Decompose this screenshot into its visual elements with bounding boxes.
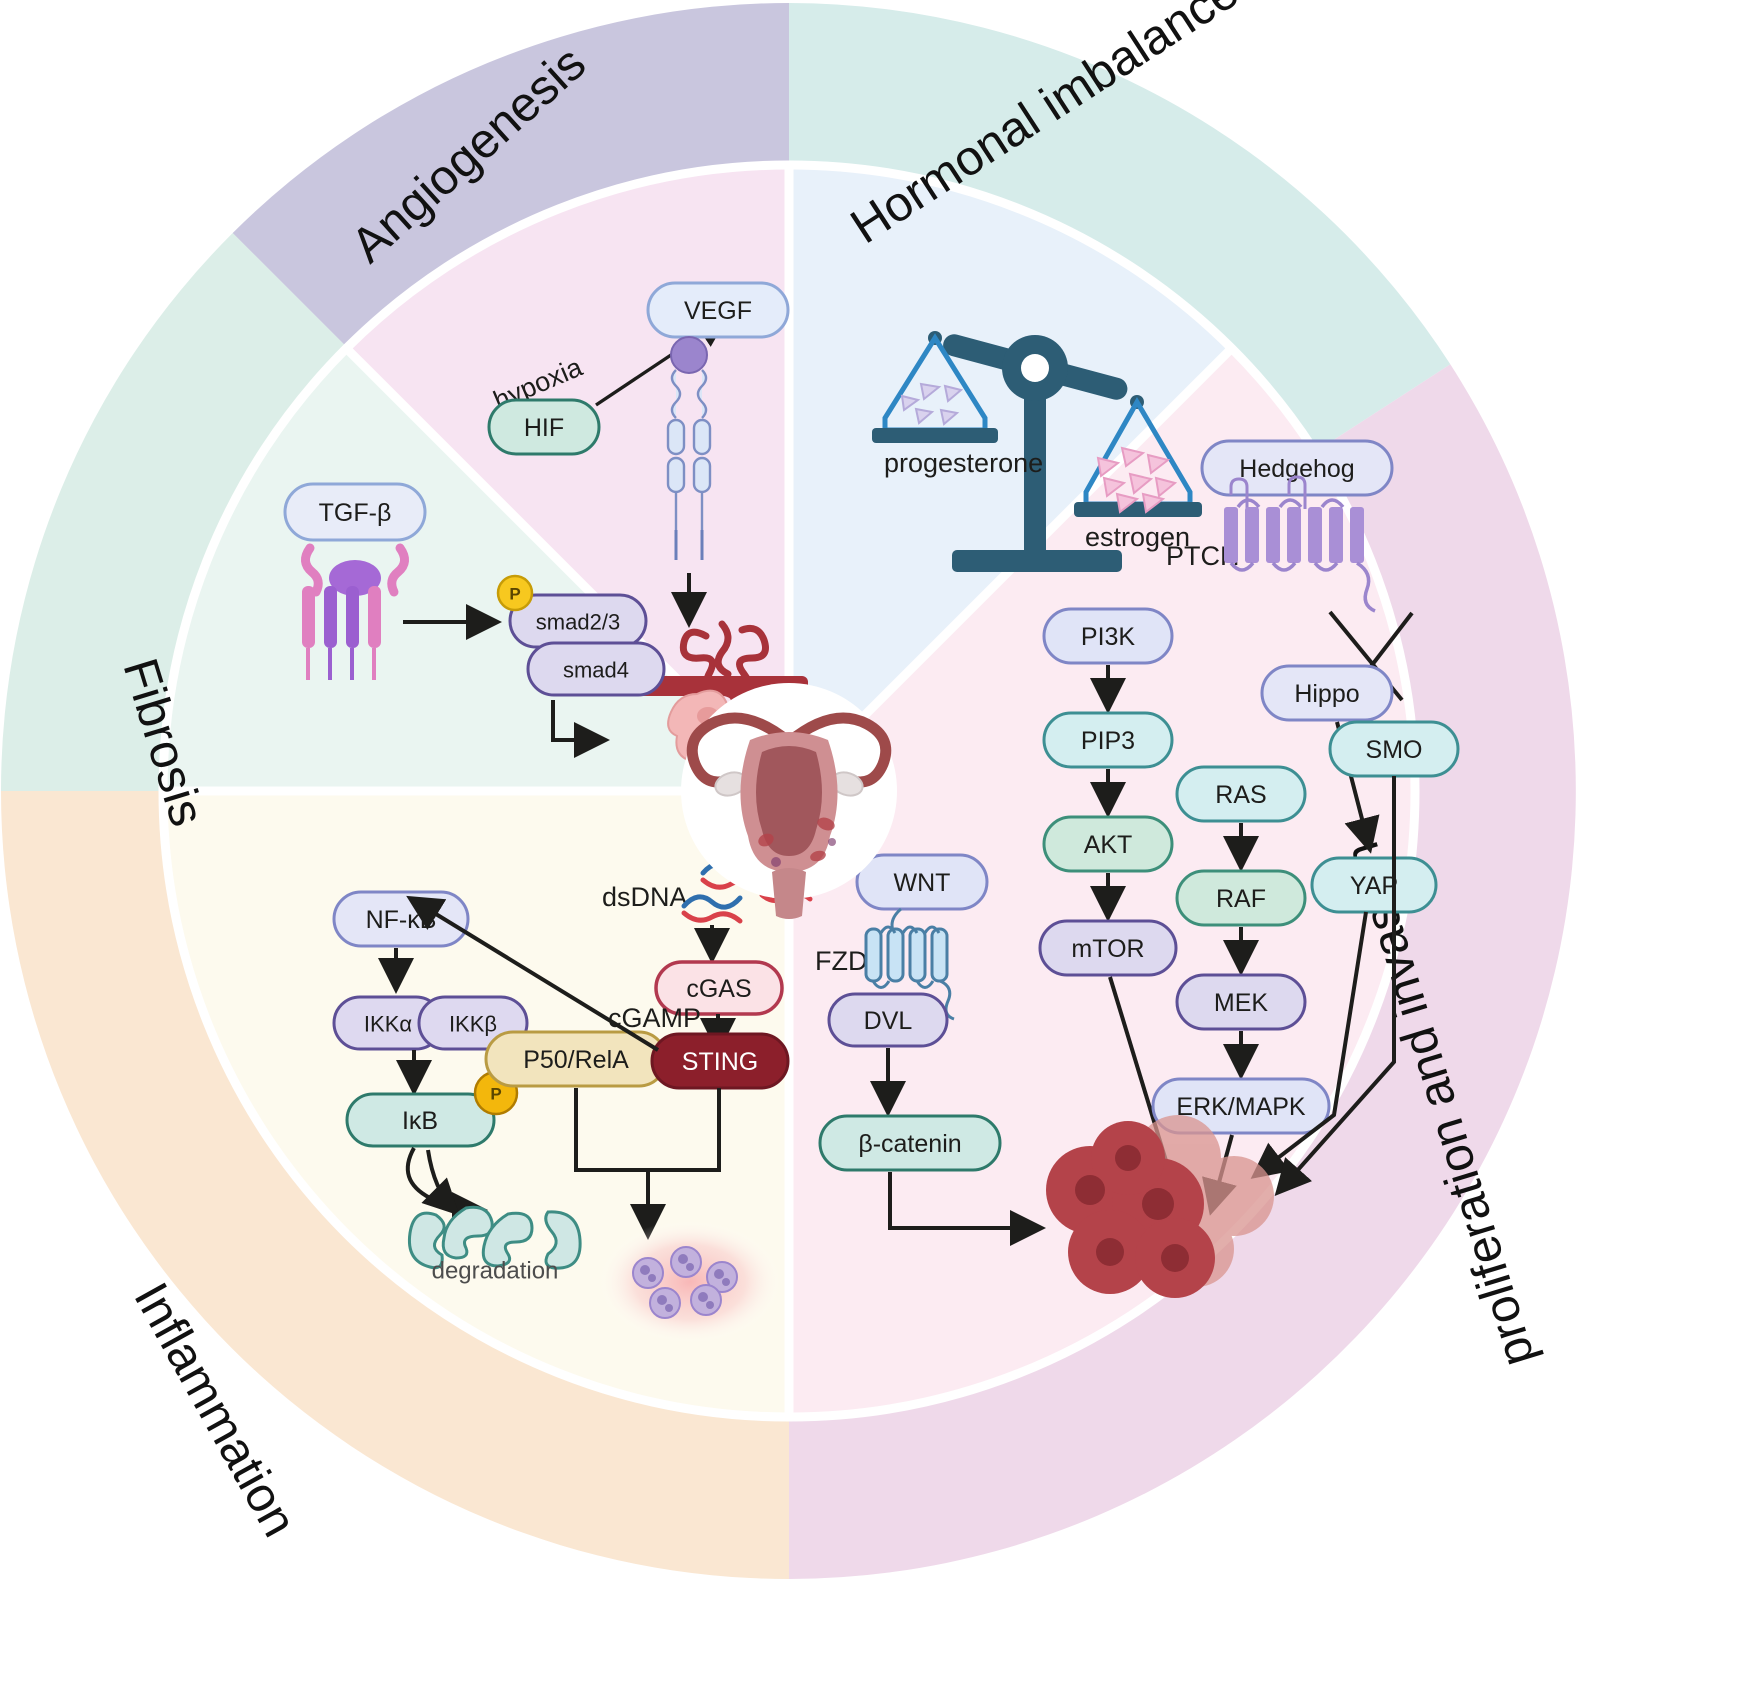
node-pi3k-label: PI3K: [1081, 623, 1136, 651]
node-p50rela[interactable]: P50/RelA: [484, 1030, 668, 1088]
node-mek-label: MEK: [1214, 989, 1269, 1017]
node-ras-label: RAS: [1215, 781, 1266, 809]
progesterone-pan: [872, 331, 998, 443]
node-ikb[interactable]: IκB: [345, 1092, 496, 1148]
node-p50rela-label: P50/RelA: [523, 1046, 629, 1074]
inflammation-group: NF-κB IKKα IKKβ IκB P P50/RelA: [332, 838, 813, 1344]
degradation-label: degradation: [432, 1258, 559, 1285]
ring-sector-proliferation[interactable]: [789, 364, 1576, 1579]
node-smo-label: SMO: [1366, 736, 1423, 764]
arrow-sting-nfkb: [406, 895, 660, 1052]
outer-ring: [1, 3, 1576, 1579]
phospho-tag-ikb-label: P: [490, 1085, 501, 1104]
node-smad4[interactable]: smad4: [526, 641, 666, 697]
node-hippo-label: Hippo: [1294, 680, 1359, 708]
node-wnt[interactable]: WNT: [855, 853, 989, 911]
proteasome-icon: [407, 1205, 582, 1270]
node-mtor-label: mTOR: [1071, 935, 1144, 963]
node-smad4-label: smad4: [563, 658, 629, 683]
node-bcatenin-label: β-catenin: [858, 1130, 961, 1158]
node-tgfb-label: TGF-β: [319, 499, 392, 527]
estrogen-molecules-icon: [1096, 446, 1178, 514]
node-tgfb[interactable]: TGF-β: [283, 482, 427, 542]
node-wnt-label: WNT: [894, 869, 951, 897]
vegf-receptor-icon: [666, 336, 712, 560]
dsdna-label: dsDNA: [602, 882, 688, 912]
node-erkmapk-label: ERK/MAPK: [1176, 1093, 1306, 1121]
node-akt[interactable]: AKT: [1042, 815, 1174, 873]
node-ikkb-label: IKKβ: [449, 1012, 497, 1037]
node-cgas[interactable]: cGAS: [654, 960, 784, 1016]
phospho-tag-smad-label: P: [509, 585, 520, 604]
ring-sector-inflammation[interactable]: [1, 791, 789, 1579]
estrogen-pan: [1074, 395, 1202, 517]
ptch-receptor-icon: [1224, 475, 1376, 613]
node-dvl-label: DVL: [864, 1007, 913, 1035]
node-smad23[interactable]: smad2/3: [508, 593, 648, 649]
node-raf[interactable]: RAF: [1175, 869, 1307, 927]
inner-quadrant-hormonal: [789, 168, 1229, 792]
ring-sector-angiogenesis[interactable]: [232, 3, 789, 345]
hormonal-group: progesterone estrogen: [872, 331, 1202, 572]
node-pip3[interactable]: PIP3: [1042, 711, 1174, 769]
node-yap-label: YAP: [1350, 872, 1398, 900]
arrow-yap-tumor: [1250, 911, 1368, 1179]
node-pip3-label: PIP3: [1081, 727, 1135, 755]
node-sting[interactable]: STING: [650, 1032, 790, 1090]
tumor-cell-cluster-icon: [1046, 1115, 1274, 1298]
node-cgas-label: cGAS: [686, 975, 751, 1003]
angiogenesis-group: hypoxia VEGF HIF: [487, 281, 808, 714]
node-hedgehog-label: Hedgehog: [1239, 455, 1354, 483]
fzd-receptor-icon: [864, 907, 955, 1021]
node-smad23-label: smad2/3: [536, 610, 620, 635]
fzd-label: FZD: [815, 946, 867, 976]
node-vegf-label: VEGF: [684, 297, 752, 325]
node-akt-label: AKT: [1084, 831, 1133, 859]
node-smo[interactable]: SMO: [1328, 720, 1460, 778]
progesterone-molecules-icon: [900, 382, 964, 426]
node-ikb-label: IκB: [402, 1107, 438, 1135]
arrow-smad-fibroblast: [551, 700, 610, 758]
ring-sector-hormonal[interactable]: [789, 3, 1451, 451]
node-nfkb[interactable]: NF-κB: [332, 890, 470, 948]
node-ras[interactable]: RAS: [1175, 765, 1307, 823]
phospho-tag-smad: P: [496, 574, 534, 612]
node-raf-label: RAF: [1216, 885, 1266, 913]
estrogen-label: estrogen: [1085, 522, 1190, 552]
proliferation-group: Hedgehog PTCH: [815, 439, 1460, 1298]
node-mek[interactable]: MEK: [1175, 973, 1307, 1031]
arrow-bcatenin-tumor: [888, 1172, 1046, 1246]
arrow-smo-tumor: [1274, 776, 1396, 1196]
balance-scale-icon: [872, 331, 1202, 572]
center-circle: [681, 683, 897, 919]
uterus-icon: [686, 712, 892, 919]
node-vegf[interactable]: VEGF: [646, 281, 790, 339]
node-ikka[interactable]: IKKα: [332, 995, 444, 1051]
arrow-ikb-degradation: [421, 1149, 460, 1216]
node-mtor[interactable]: mTOR: [1038, 919, 1178, 977]
node-hif-label: HIF: [524, 414, 564, 442]
node-bcatenin[interactable]: β-catenin: [818, 1114, 1002, 1172]
ring-sector-fibrosis[interactable]: [1, 233, 345, 791]
node-hif[interactable]: HIF: [487, 398, 601, 456]
node-nfkb-label: NF-κB: [366, 906, 437, 934]
node-yap[interactable]: YAP: [1310, 856, 1438, 914]
node-pi3k[interactable]: PI3K: [1042, 607, 1174, 665]
node-hippo[interactable]: Hippo: [1260, 664, 1394, 722]
node-dvl[interactable]: DVL: [827, 992, 949, 1048]
node-sting-label: STING: [682, 1048, 758, 1076]
immune-cell-burst-icon: [598, 1220, 782, 1344]
tgf-beta-receptor-icon: [301, 543, 409, 680]
progesterone-label: progesterone: [884, 448, 1043, 478]
node-ikka-label: IKKα: [364, 1012, 412, 1037]
